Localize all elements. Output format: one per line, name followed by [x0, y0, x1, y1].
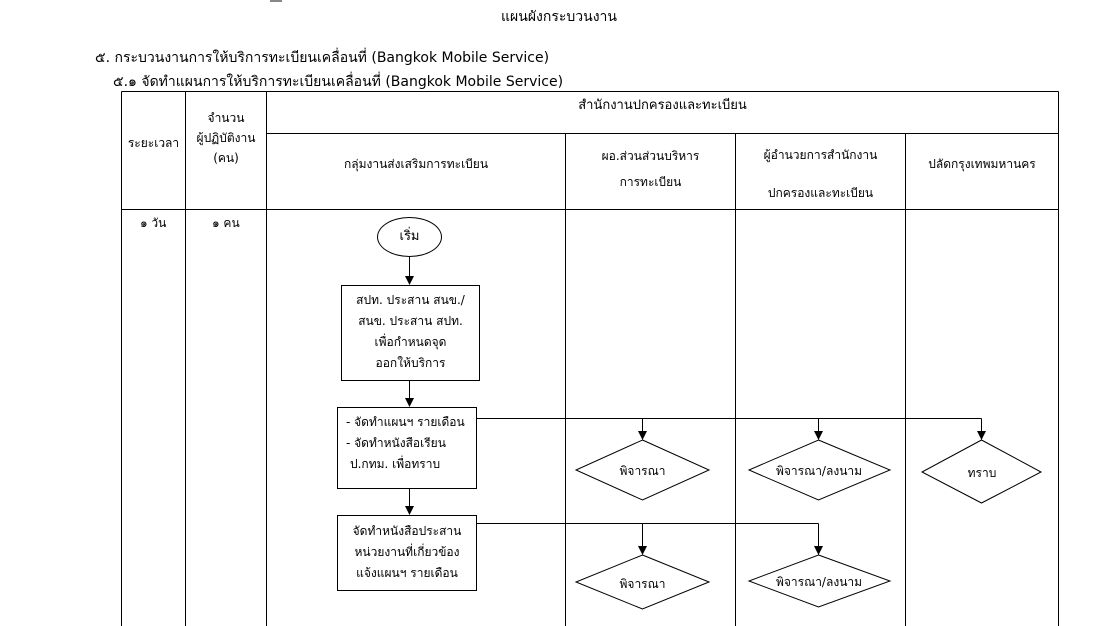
- decision-sign-label: พิจารณา/ลงนาม: [775, 575, 863, 589]
- flow-step-line: จัดทำหนังสือประสาน: [352, 524, 462, 538]
- flow-step-line: - จัดทำหนังสือเรียน: [346, 436, 446, 450]
- arrowhead-consider-2: [638, 546, 647, 555]
- decision-sign-2: [747, 554, 892, 608]
- decision-consider-label: พิจารณา: [619, 464, 666, 478]
- arrowhead-acknowledge: [977, 431, 986, 440]
- row-staff-value: ๑ คน: [212, 216, 240, 230]
- decision-consider-2: [574, 554, 711, 610]
- flow-step-line: ออกให้บริการ: [375, 356, 446, 370]
- header-lane-office-director: ผู้อำนวยการสำนักงาน ปกครองและทะเบียน: [736, 136, 905, 212]
- decision-consider-1: [574, 439, 711, 501]
- header-time: ระยะเวลา: [127, 136, 180, 150]
- header-lane-line: การทะเบียน: [619, 175, 682, 189]
- header-lane-line: ปกครองและทะเบียน: [767, 186, 874, 200]
- header-staff-line: ผู้ปฏิบัติงาน: [196, 131, 256, 145]
- flow-step-line: สนข. ประสาน สปท.: [358, 314, 463, 328]
- flow-step-line: ป.กทม. เพื่อทราบ: [350, 457, 441, 471]
- decision-sign-1: [747, 439, 892, 501]
- row-time-value: ๑ วัน: [140, 216, 167, 230]
- arrowhead-start-step1: [405, 276, 414, 285]
- flow-step-monthly-plan: - จัดทำแผนฯ รายเดือน - จัดทำหนังสือเรียน…: [337, 407, 477, 489]
- flow-step-line: เพื่อกำหนดจุด: [374, 335, 447, 349]
- decision-acknowledge: [920, 439, 1043, 504]
- flow-step-line: แจ้งแผนฯ รายเดือน: [356, 566, 458, 580]
- decision-acknowledge-label: ทราบ: [967, 466, 997, 480]
- decision-consider-label: พิจารณา: [619, 577, 666, 591]
- section-heading: ๕. กระบวนงานการให้บริการทะเบียนเคลื่อนที…: [95, 50, 550, 66]
- arrowhead-sign-1: [814, 431, 823, 440]
- header-lane-line: ผู้อำนวยการสำนักงาน: [763, 148, 878, 162]
- flow-step-line: - จัดทำแผนฯ รายเดือน: [346, 415, 465, 429]
- arrowhead-consider-1: [638, 431, 647, 440]
- header-staff-line: จำนวน: [207, 111, 245, 125]
- header-lane-registration: กลุ่มงานส่งเสริมการทะเบียน: [343, 157, 489, 171]
- arrowhead-sign-2: [814, 546, 823, 555]
- flow-start: เริ่ม: [377, 217, 442, 257]
- header-office-group: สำนักงานปกครองและทะเบียน: [578, 98, 747, 113]
- flow-step-line: หน่วยงานที่เกี่ยวข้อง: [354, 545, 460, 559]
- header-lane-director-admin: ผอ.ส่วนส่วนบริหาร การทะเบียน: [566, 143, 735, 195]
- arrowhead-step1-step2: [405, 398, 414, 407]
- header-staff-line: (คน): [213, 151, 239, 165]
- decision-sign-label: พิจารณา/ลงนาม: [775, 464, 863, 478]
- header-staff: จำนวน ผู้ปฏิบัติงาน (คน): [186, 108, 266, 168]
- document-title: แผนผังกระบวนงาน: [501, 9, 617, 25]
- flow-step-coordinate: สปท. ประสาน สนข./ สนข. ประสาน สปท. เพื่อ…: [341, 285, 480, 381]
- subsection-heading: ๕.๑ จัดทำแผนการให้บริการทะเบียนเคลื่อนที…: [113, 74, 564, 90]
- flow-step-notify-agencies: จัดทำหนังสือประสาน หน่วยงานที่เกี่ยวข้อง…: [337, 515, 477, 591]
- arrowhead-step2-step3: [405, 506, 414, 515]
- top-edge-mark: [270, 0, 282, 2]
- header-lane-permanent-secretary: ปลัดกรุงเทพมหานคร: [928, 157, 1036, 171]
- header-lane-line: ผอ.ส่วนส่วนบริหาร: [601, 149, 700, 163]
- flow-step-line: สปท. ประสาน สนข./: [356, 293, 465, 307]
